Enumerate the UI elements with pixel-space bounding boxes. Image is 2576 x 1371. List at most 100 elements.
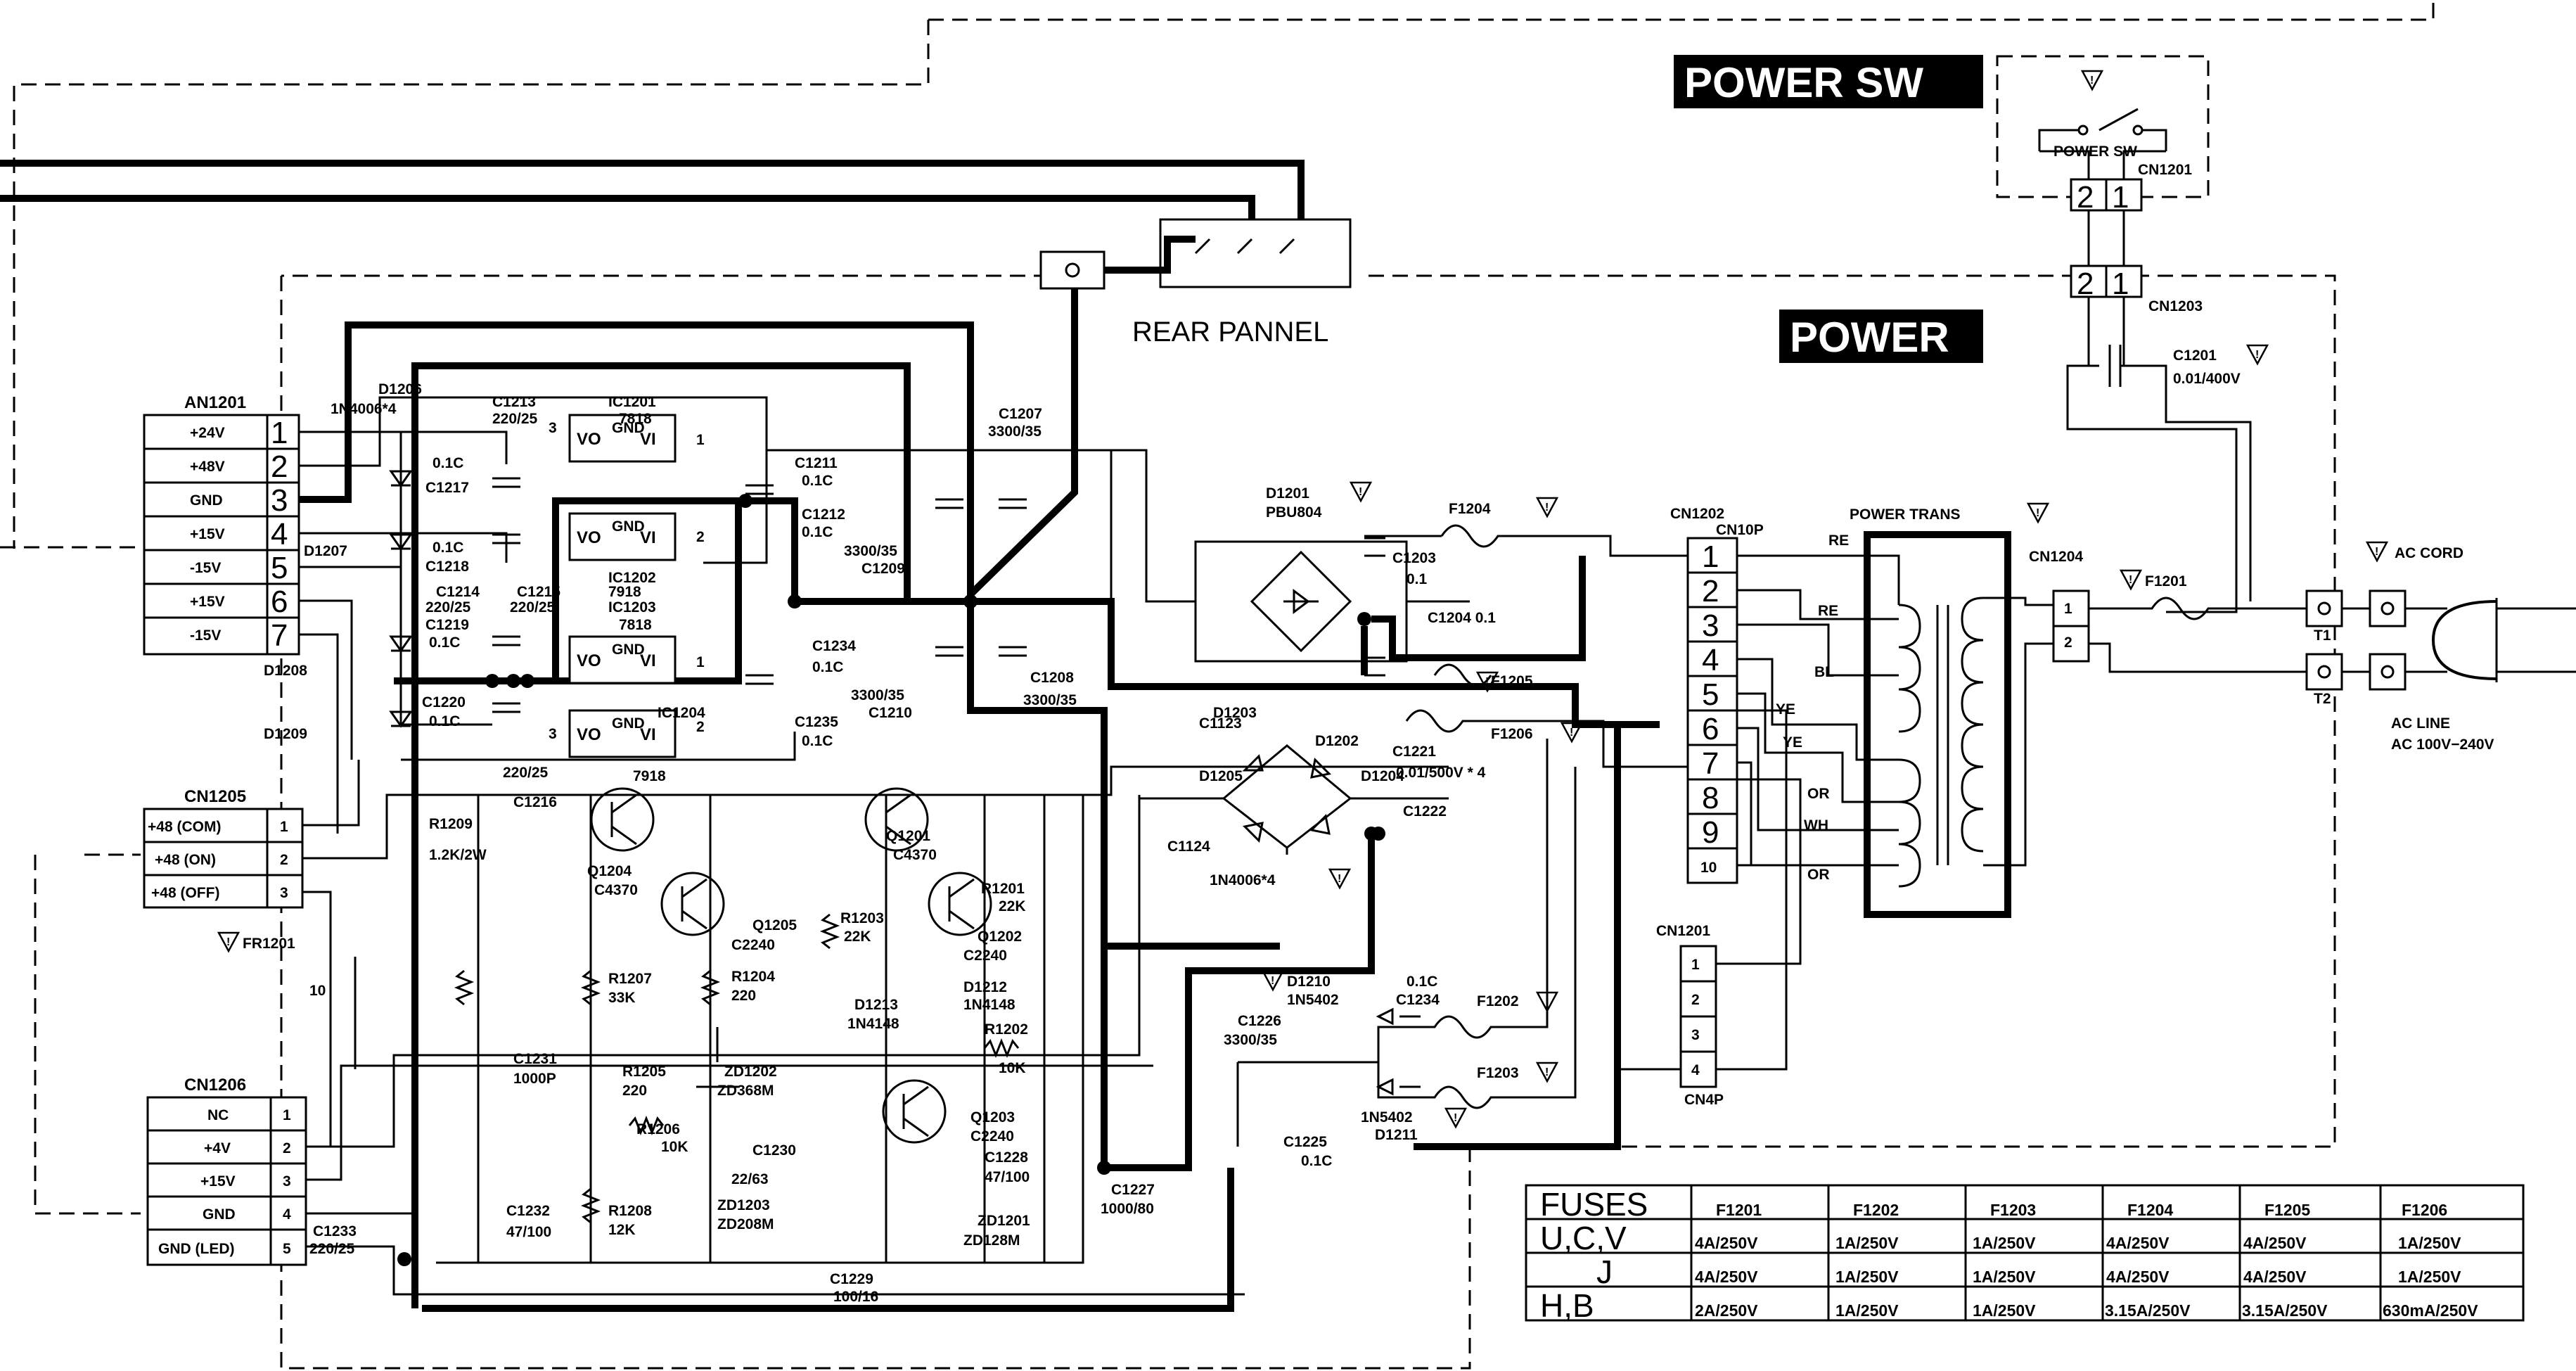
cn1206-connector: CN1206 NC +4V +15V GND GND (LED) 1 2 3 4… bbox=[146, 1076, 307, 1266]
svg-text:VI: VI bbox=[640, 651, 656, 670]
svg-text:4A/250V: 4A/250V bbox=[2243, 1268, 2307, 1286]
svg-text:GND (LED): GND (LED) bbox=[158, 1241, 235, 1257]
svg-text:22K: 22K bbox=[999, 898, 1026, 914]
svg-text:C2240: C2240 bbox=[963, 948, 1007, 964]
svg-text:C1221: C1221 bbox=[1392, 744, 1436, 760]
svg-text:220/25: 220/25 bbox=[492, 411, 538, 427]
svg-text:C4370: C4370 bbox=[594, 882, 638, 898]
svg-text:GND: GND bbox=[612, 715, 645, 732]
svg-text:2: 2 bbox=[696, 719, 705, 735]
svg-text:C4370: C4370 bbox=[893, 847, 937, 863]
svg-text:C1227: C1227 bbox=[1111, 1182, 1155, 1198]
svg-text:VO: VO bbox=[577, 725, 601, 744]
svg-text:1: 1 bbox=[2112, 180, 2129, 215]
svg-text:220/25: 220/25 bbox=[425, 599, 471, 616]
svg-text:D1204: D1204 bbox=[1361, 768, 1404, 784]
svg-text:D1209: D1209 bbox=[264, 726, 307, 742]
svg-text:0.1C: 0.1C bbox=[802, 524, 833, 540]
ic1204-body bbox=[568, 709, 677, 758]
cn1202-connector: CN1202 CN10P 1 2 3 4 5 6 7 8 9 10 bbox=[1670, 506, 1764, 884]
svg-text:1: 1 bbox=[280, 819, 288, 835]
svg-text:0.01/400V: 0.01/400V bbox=[2173, 371, 2241, 387]
svg-text:1: 1 bbox=[696, 654, 705, 670]
svg-text:3.15A/250V: 3.15A/250V bbox=[2105, 1301, 2191, 1320]
svg-text:+15V: +15V bbox=[190, 594, 225, 610]
svg-text:C1210: C1210 bbox=[869, 705, 912, 721]
svg-text:Q1204: Q1204 bbox=[587, 863, 632, 879]
svg-text:U,C,V: U,C,V bbox=[1540, 1220, 1627, 1256]
svg-text:F1206: F1206 bbox=[2402, 1201, 2447, 1219]
svg-text:ZD1203: ZD1203 bbox=[717, 1197, 770, 1213]
svg-text:R1209: R1209 bbox=[429, 816, 473, 832]
svg-text:D1201: D1201 bbox=[1266, 485, 1309, 502]
svg-text:VO: VO bbox=[577, 430, 601, 449]
svg-text:R1204: R1204 bbox=[731, 969, 775, 985]
svg-text:7918: 7918 bbox=[608, 584, 641, 600]
svg-text:3: 3 bbox=[1691, 1027, 1700, 1043]
c1201-label: C1201 bbox=[2173, 347, 2217, 364]
svg-text:33K: 33K bbox=[608, 990, 636, 1006]
svg-text:GND: GND bbox=[612, 518, 645, 535]
svg-text:3: 3 bbox=[271, 483, 288, 518]
svg-text:4A/250V: 4A/250V bbox=[1695, 1234, 1758, 1252]
svg-text:OR: OR bbox=[1807, 786, 1830, 802]
svg-text:2: 2 bbox=[696, 529, 705, 545]
svg-text:47/100: 47/100 bbox=[985, 1169, 1030, 1185]
svg-text:C1204 0.1: C1204 0.1 bbox=[1428, 610, 1496, 626]
svg-text:F1204: F1204 bbox=[1449, 501, 1491, 517]
svg-text:1A/250V: 1A/250V bbox=[1835, 1268, 1899, 1286]
svg-text:C1226: C1226 bbox=[1238, 1013, 1281, 1029]
an1201-connector: AN1201 +24V +48V GND +15V -15V +15V -15V… bbox=[143, 393, 300, 656]
svg-text:10K: 10K bbox=[999, 1060, 1026, 1076]
svg-text:+4V: +4V bbox=[204, 1140, 231, 1156]
svg-text:ZD1202: ZD1202 bbox=[724, 1064, 777, 1080]
svg-text:7818: 7818 bbox=[619, 617, 652, 633]
svg-text:1000P: 1000P bbox=[513, 1071, 556, 1087]
svg-text:VI: VI bbox=[640, 528, 656, 547]
svg-text:RE: RE bbox=[1818, 603, 1838, 619]
svg-text:3: 3 bbox=[549, 726, 557, 742]
power-title: POWER bbox=[1790, 314, 1949, 361]
svg-text:NC: NC bbox=[207, 1107, 229, 1123]
svg-text:4: 4 bbox=[283, 1206, 291, 1223]
svg-text:AC CORD: AC CORD bbox=[2395, 545, 2463, 561]
svg-text:220: 220 bbox=[622, 1083, 647, 1099]
power-sw-part-label: POWER SW bbox=[2053, 144, 2137, 160]
svg-text:0.1C: 0.1C bbox=[432, 455, 463, 471]
svg-text:0.1C: 0.1C bbox=[812, 659, 843, 675]
svg-text:GND: GND bbox=[612, 420, 645, 436]
svg-text:220/25: 220/25 bbox=[503, 765, 549, 781]
svg-text:CN4P: CN4P bbox=[1684, 1092, 1724, 1108]
svg-text:C1235: C1235 bbox=[795, 714, 838, 730]
svg-text:22/63: 22/63 bbox=[731, 1171, 769, 1187]
svg-text:3: 3 bbox=[280, 885, 288, 901]
svg-text:8: 8 bbox=[1702, 781, 1719, 815]
svg-text:0.01/500V * 4: 0.01/500V * 4 bbox=[1396, 765, 1486, 781]
svg-text:C2240: C2240 bbox=[970, 1128, 1014, 1144]
svg-text:2: 2 bbox=[2064, 635, 2072, 651]
svg-text:1N5402: 1N5402 bbox=[1287, 992, 1339, 1008]
svg-text:4A/250V: 4A/250V bbox=[2243, 1234, 2307, 1252]
svg-text:F1202: F1202 bbox=[1477, 993, 1519, 1009]
power-sw-block: POWER SW POWER SW CN1201 2 1 2 1 CN1203 … bbox=[1674, 55, 2269, 613]
svg-text:IC1202: IC1202 bbox=[608, 570, 656, 586]
svg-text:1A/250V: 1A/250V bbox=[1835, 1301, 1899, 1320]
cn1205-label: CN1205 bbox=[184, 787, 246, 806]
svg-text:D1212: D1212 bbox=[963, 979, 1007, 995]
svg-text:C1230: C1230 bbox=[752, 1142, 796, 1159]
svg-text:7: 7 bbox=[271, 618, 288, 653]
transistors bbox=[454, 787, 1020, 1224]
svg-text:ZD208M: ZD208M bbox=[717, 1216, 774, 1232]
fuses-table-title: FUSES bbox=[1540, 1186, 1648, 1223]
ic1203-body bbox=[568, 635, 677, 684]
svg-text:F1205: F1205 bbox=[1491, 673, 1533, 689]
svg-text:4: 4 bbox=[1691, 1062, 1700, 1078]
svg-text:YE: YE bbox=[1783, 734, 1802, 751]
svg-text:12K: 12K bbox=[608, 1222, 636, 1238]
svg-text:T2: T2 bbox=[2314, 691, 2331, 707]
svg-text:+48V: +48V bbox=[190, 459, 225, 475]
svg-text:3300/35: 3300/35 bbox=[1224, 1032, 1277, 1048]
svg-text:D1206: D1206 bbox=[378, 381, 422, 397]
svg-text:1A/250V: 1A/250V bbox=[2398, 1234, 2461, 1252]
